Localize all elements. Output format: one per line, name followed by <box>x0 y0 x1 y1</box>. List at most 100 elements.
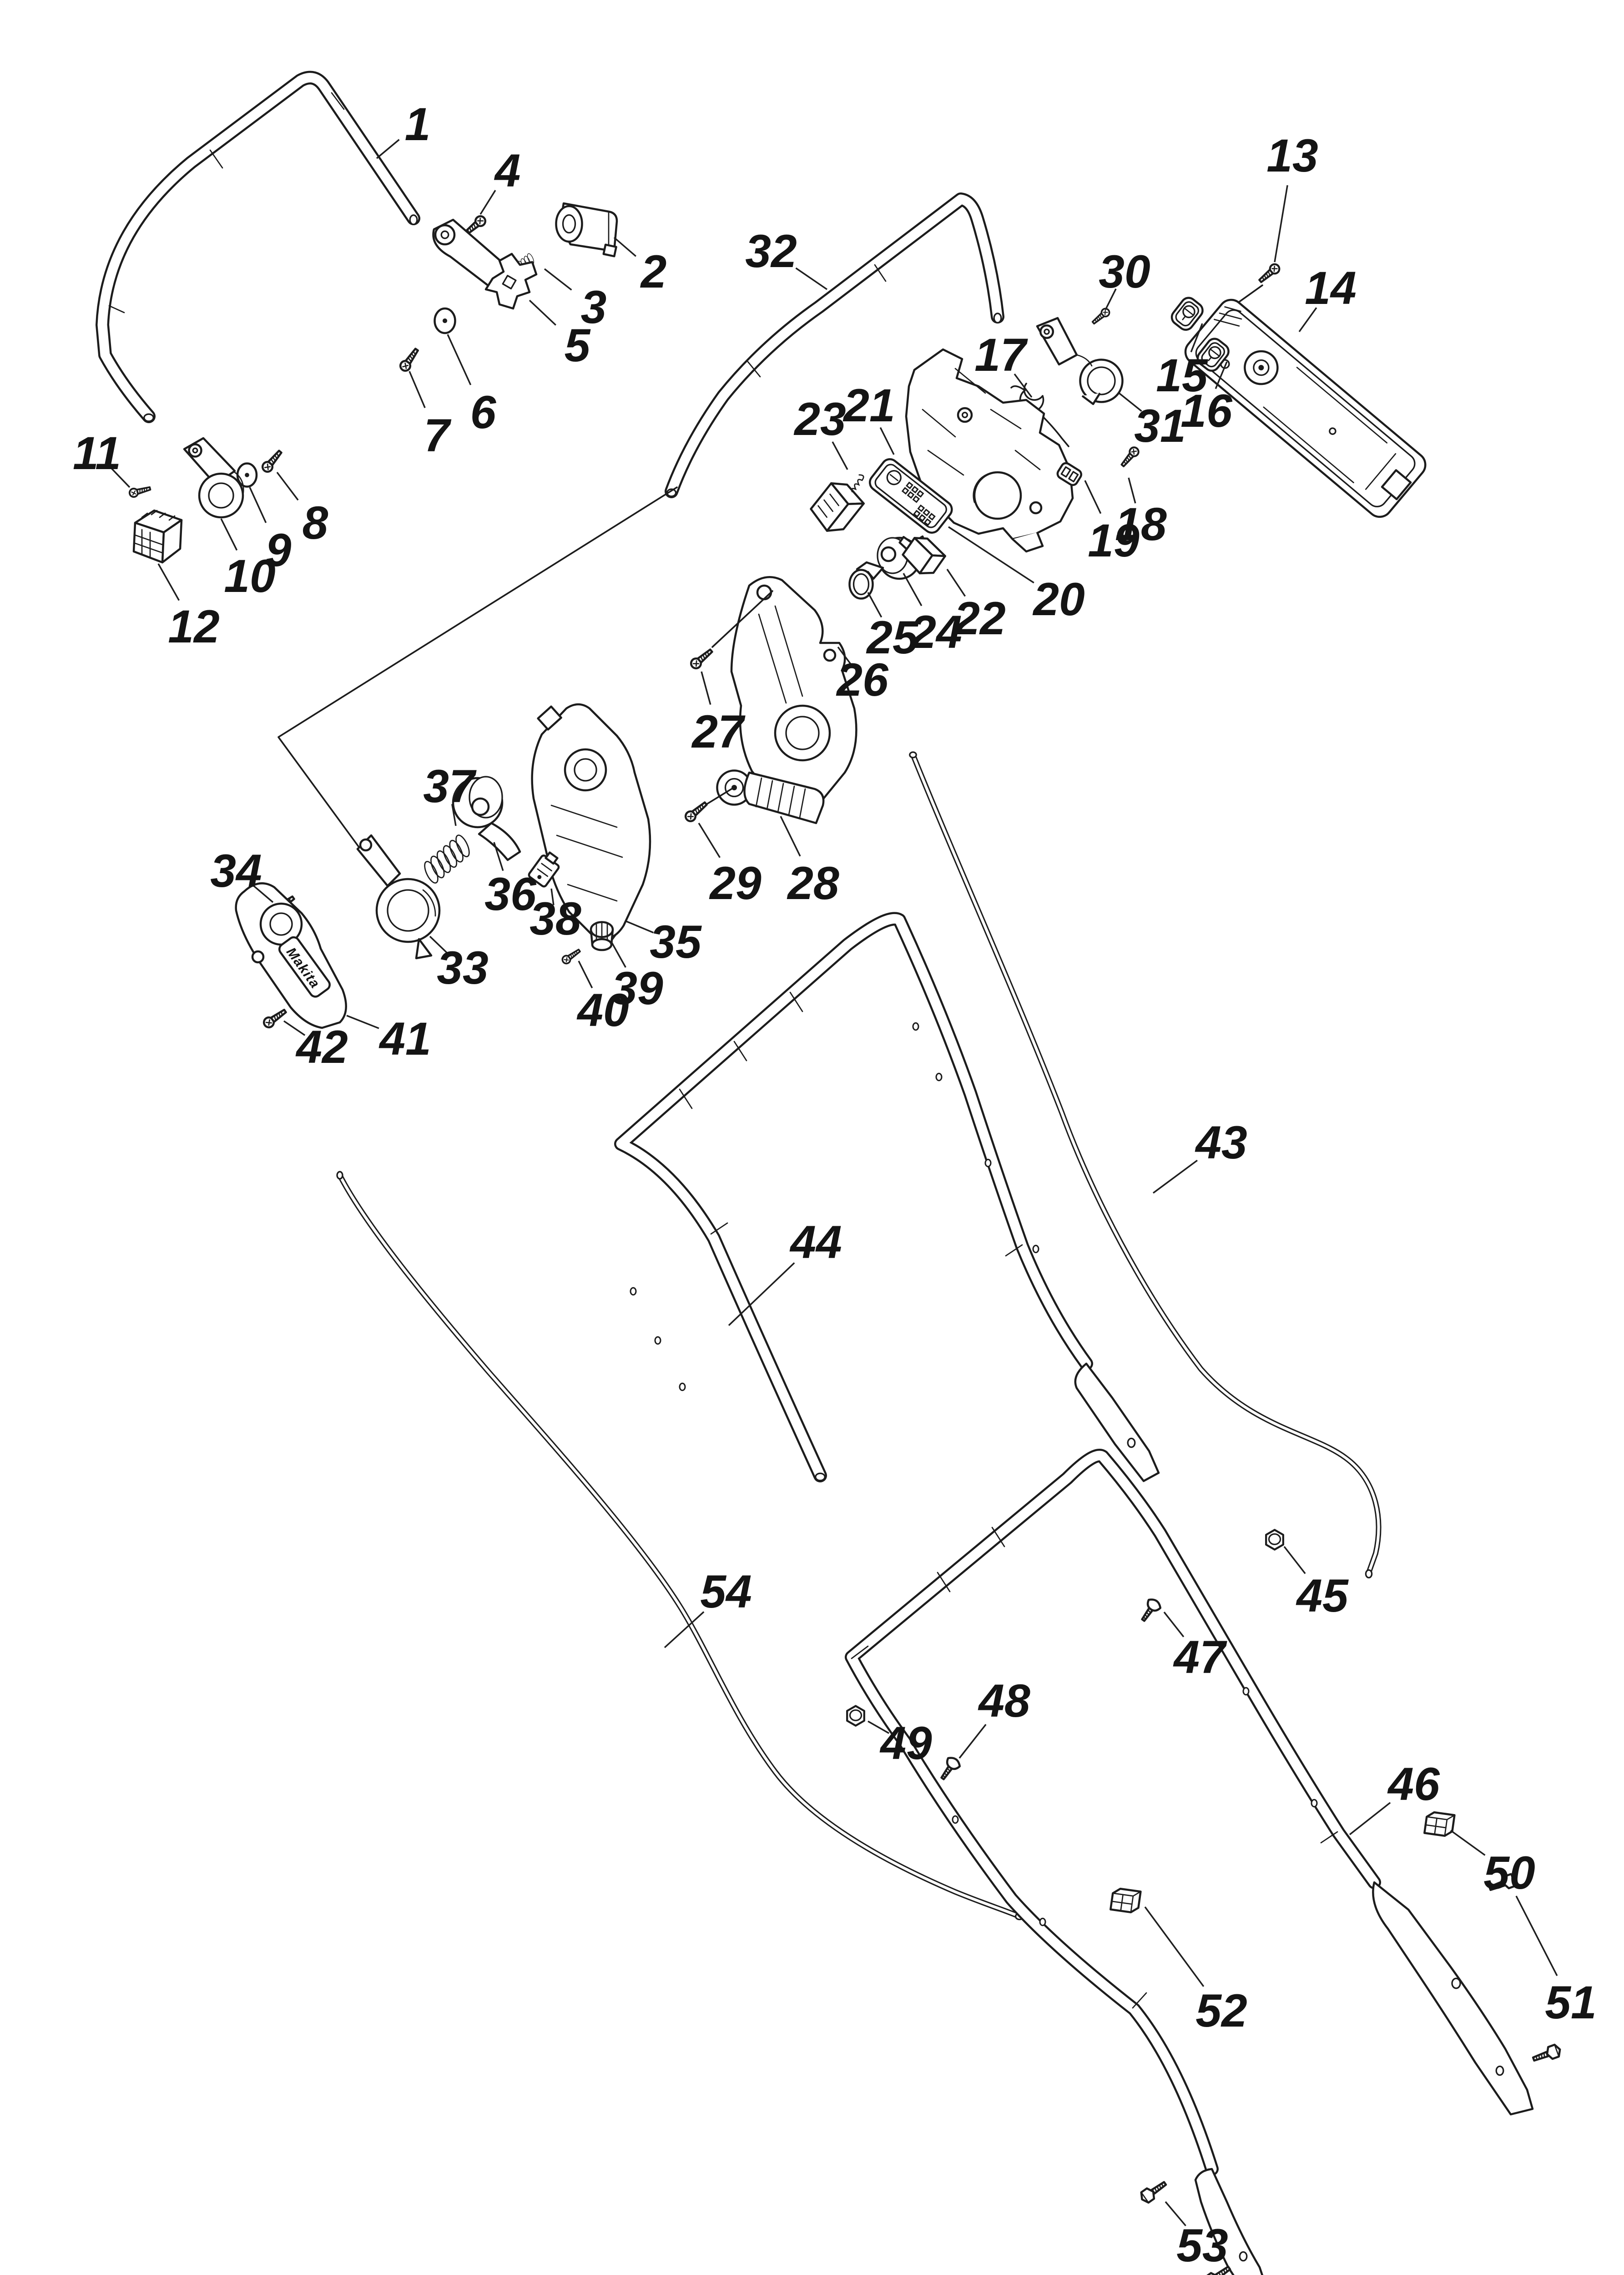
part-47-carriage-bolt <box>1137 1597 1162 1624</box>
part-number-labels: 1234567891011121314151617181920212223242… <box>73 98 1597 2271</box>
leader-line-3 <box>544 268 572 291</box>
leader-line-52 <box>1144 1906 1205 1987</box>
leader-extension-29 <box>706 788 732 805</box>
part-label-45: 45 <box>1296 1570 1349 1622</box>
part-19-clip <box>1056 462 1082 486</box>
part-label-15: 15 <box>1156 349 1208 401</box>
part-label-38: 38 <box>530 893 581 945</box>
part-label-24: 24 <box>909 606 962 658</box>
part-52-clamp-block <box>1110 1888 1140 1913</box>
part-label-35: 35 <box>650 916 702 968</box>
part-label-3: 3 <box>581 281 607 333</box>
part-label-32: 32 <box>745 225 797 277</box>
leader-line-23 <box>832 441 848 470</box>
leader-line-46 <box>1349 1802 1391 1835</box>
part-label-47: 47 <box>1173 1631 1227 1683</box>
part-label-14: 14 <box>1305 262 1356 314</box>
leader-line-53 <box>1165 2201 1186 2226</box>
leader-line-48 <box>958 1724 987 1759</box>
leader-line-29 <box>698 823 721 858</box>
part-label-43: 43 <box>1195 1117 1247 1168</box>
part-label-5: 5 <box>565 319 591 371</box>
part-label-22: 22 <box>953 592 1005 644</box>
leader-line-18 <box>1128 477 1136 504</box>
part-label-20: 20 <box>1032 573 1084 625</box>
part-29-screw <box>684 800 709 823</box>
part-2-pivot-housing <box>555 202 618 258</box>
part-54-cable <box>336 1171 1024 1921</box>
part-28-thumb-lever <box>716 769 825 824</box>
part-label-26: 26 <box>836 654 889 706</box>
leader-line-36 <box>493 842 504 871</box>
part-label-34: 34 <box>210 845 262 897</box>
part-20-switch-housing <box>905 348 1074 553</box>
assembly-pointer-line <box>277 486 678 891</box>
part-label-44: 44 <box>789 1216 842 1268</box>
part-37-spring <box>417 831 477 888</box>
leader-line-27 <box>701 671 711 705</box>
leader-line-2 <box>613 237 636 257</box>
part-label-36: 36 <box>484 868 537 920</box>
part-label-9: 9 <box>266 524 292 576</box>
part-26-housing-cover <box>730 576 857 811</box>
leader-line-50 <box>1450 1830 1486 1856</box>
part-label-8: 8 <box>303 497 328 549</box>
leader-line-30 <box>1105 288 1117 310</box>
part-label-18: 18 <box>1115 498 1167 550</box>
leader-line-11 <box>111 468 131 488</box>
leader-line-16 <box>1215 361 1228 389</box>
part-label-1: 1 <box>405 98 431 150</box>
part-46-lower-handle <box>845 1449 1534 2275</box>
part-43-cable <box>909 751 1382 1579</box>
part-48-carriage-bolt <box>937 1755 962 1783</box>
part-label-13: 13 <box>1266 130 1318 182</box>
part-10-pivot-lever <box>183 437 244 519</box>
leader-line-47 <box>1163 1611 1185 1638</box>
part-label-21: 21 <box>842 379 895 431</box>
part-23-switch <box>810 474 865 532</box>
part-7-screw <box>398 347 421 373</box>
part-label-40: 40 <box>576 984 629 1036</box>
part-label-17: 17 <box>974 329 1028 381</box>
part-label-49: 49 <box>879 1717 932 1769</box>
part-31-pivot-arm-bushing <box>1036 317 1124 405</box>
leader-line-51 <box>1515 1896 1558 1977</box>
part-41-branded-cover: Makita <box>235 882 347 1029</box>
part-label-7: 7 <box>424 410 452 461</box>
part-6-washer <box>434 307 456 334</box>
part-label-10: 10 <box>224 550 275 602</box>
part-38-micro-switch <box>528 851 560 888</box>
part-32-bail-tube <box>665 192 1004 498</box>
leader-extension-27 <box>711 590 773 648</box>
leader-line-10 <box>220 518 238 551</box>
part-39-knurled-nut <box>590 921 614 951</box>
leader-line-20 <box>948 526 1034 584</box>
part-label-54: 54 <box>700 1566 751 1618</box>
part-label-39: 39 <box>611 962 663 1014</box>
leader-line-19 <box>1084 480 1102 514</box>
part-36-drum <box>452 776 521 861</box>
part-label-2: 2 <box>640 246 667 298</box>
part-12-connector <box>132 509 183 564</box>
part-51-hex-bolt-second <box>1532 2043 1562 2065</box>
part-label-6: 6 <box>470 386 497 438</box>
leader-line-5 <box>529 299 556 326</box>
part-label-52: 52 <box>1195 1985 1247 2037</box>
part-label-42: 42 <box>295 1021 348 1073</box>
part-40-screw <box>560 946 583 966</box>
part-42-screw <box>262 1007 288 1029</box>
part-label-16: 16 <box>1180 385 1233 437</box>
part-8-screw <box>261 449 284 474</box>
part-label-37: 37 <box>423 760 477 812</box>
leader-line-35 <box>626 920 654 934</box>
leader-line-25 <box>867 592 883 618</box>
part-27-screw <box>689 647 714 670</box>
part-label-23: 23 <box>793 393 846 445</box>
part-49-nut <box>847 1706 864 1725</box>
part-30-screw <box>1089 306 1112 327</box>
leader-line-14 <box>1298 307 1317 333</box>
part-label-29: 29 <box>709 857 762 909</box>
leader-line-28 <box>780 816 801 857</box>
